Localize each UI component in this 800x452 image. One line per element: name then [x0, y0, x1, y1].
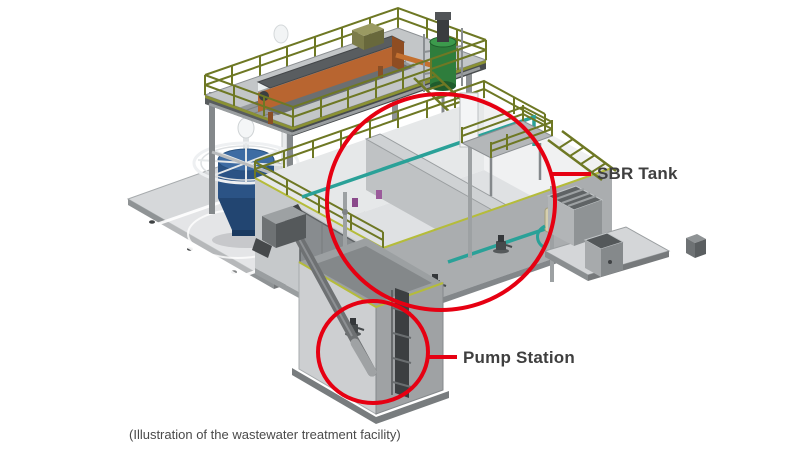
sbr-highlight-circle [325, 92, 557, 312]
screw-conveyor [252, 204, 377, 377]
polymer-feed-tank [423, 12, 463, 118]
sbr-tank-label: SBR Tank [597, 164, 678, 183]
control-box [352, 23, 384, 50]
pump-station-label: Pump Station [463, 348, 575, 367]
platform-front-railing [204, 39, 487, 127]
illustration-caption: (Illustration of the wastewater treatmen… [129, 427, 401, 442]
outlet-structure [543, 185, 706, 281]
tank-railings [254, 79, 546, 248]
highlight-annotations [316, 92, 591, 405]
pump-pit [292, 238, 449, 424]
pump-highlight-circle [316, 299, 430, 405]
